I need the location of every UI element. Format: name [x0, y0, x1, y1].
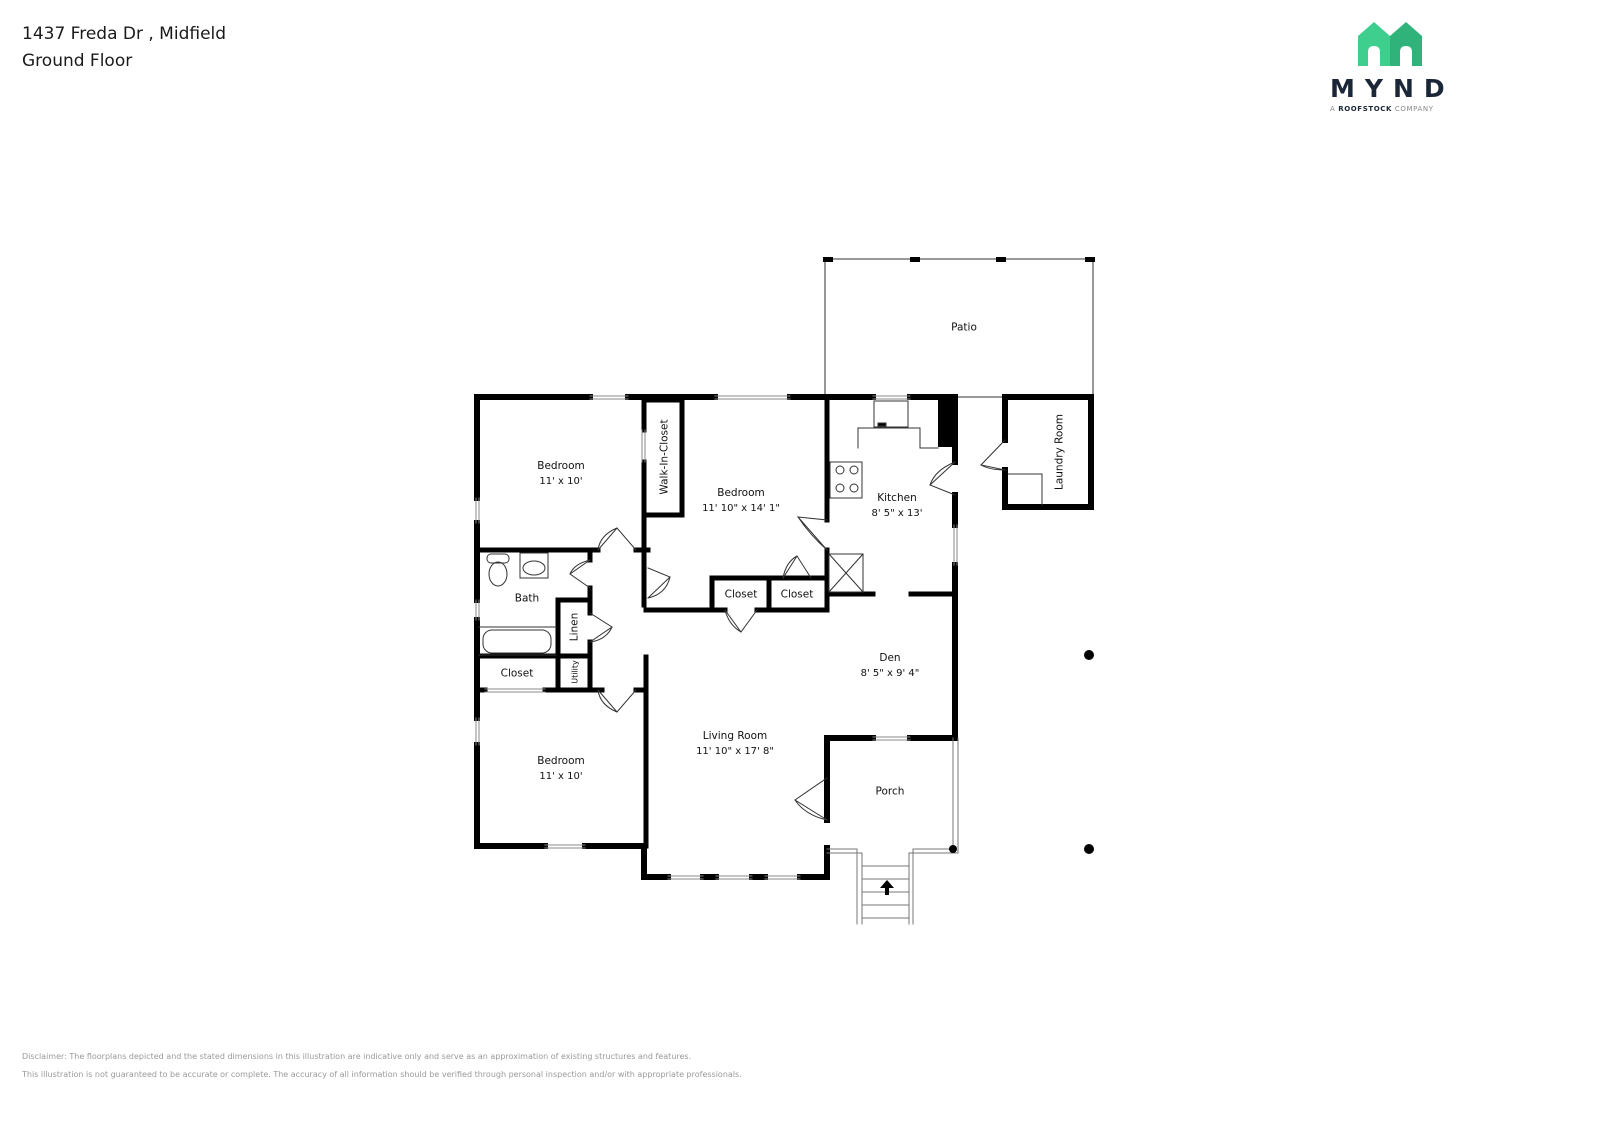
- room-laundry: Laundry Room: [1053, 413, 1066, 491]
- room-utility: Utility: [570, 660, 580, 684]
- floor-label: Ground Floor: [22, 51, 133, 71]
- room-closet-c: Closet: [500, 667, 534, 680]
- room-walk-in-closet: Walk-In-Closet: [658, 419, 671, 495]
- porch-stairs: [826, 737, 959, 925]
- interior-walls: [474, 394, 958, 849]
- bath-fixtures: [478, 552, 557, 656]
- room-patio: Patio: [951, 321, 977, 334]
- up-arrow-icon: [880, 880, 894, 895]
- mynd-house-logo-icon: [1358, 22, 1422, 66]
- room-linen: Linen: [568, 612, 581, 642]
- room-porch: Porch: [875, 785, 905, 798]
- porch-posts: [949, 650, 1094, 854]
- room-closet-b: Closet: [780, 588, 814, 601]
- room-bath: Bath: [514, 592, 540, 605]
- logo-tagline: A ROOFSTOCK COMPANY: [1330, 105, 1434, 113]
- kitchen-fixtures: [828, 400, 939, 593]
- door-swings: [569, 439, 1006, 821]
- disclaimer-line-1: Disclaimer: The floorplans depicted and …: [22, 1052, 692, 1061]
- room-closet-a: Closet: [724, 588, 758, 601]
- disclaimer-line-2: This illustration is not guaranteed to b…: [22, 1070, 742, 1079]
- patio-posts: [823, 257, 1095, 262]
- mynd-wordmark: MYND: [1330, 74, 1455, 103]
- property-address: 1437 Freda Dr , Midfield: [22, 24, 227, 44]
- windows: [475, 395, 958, 880]
